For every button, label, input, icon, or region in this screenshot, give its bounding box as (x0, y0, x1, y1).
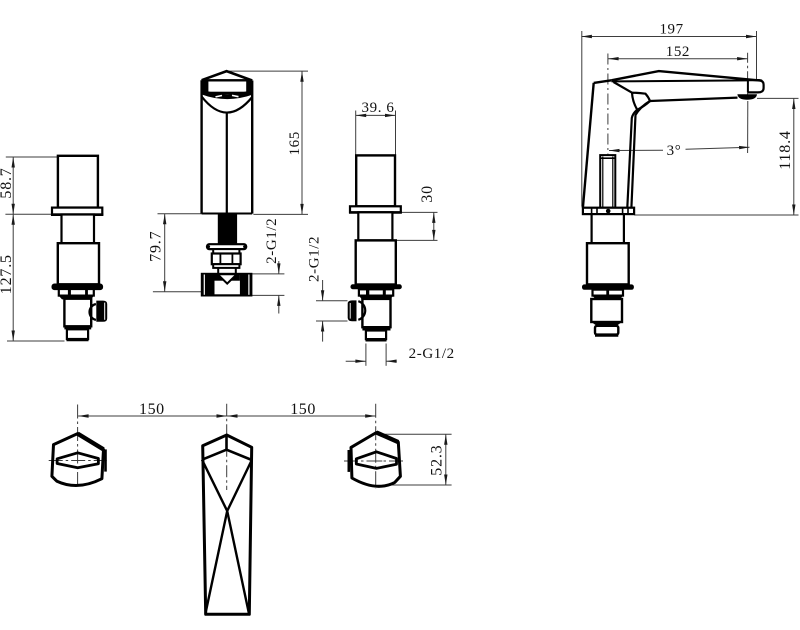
svg-text:118.4: 118.4 (777, 130, 794, 169)
svg-text:2-G1/2: 2-G1/2 (409, 346, 455, 362)
svg-text:58.7: 58.7 (0, 167, 15, 198)
svg-text:79.7: 79.7 (147, 231, 164, 262)
svg-text:30: 30 (419, 185, 436, 203)
svg-text:197: 197 (659, 22, 683, 38)
svg-text:39. 6: 39. 6 (362, 100, 395, 116)
svg-text:127.5: 127.5 (0, 254, 15, 294)
svg-text:165: 165 (287, 131, 303, 155)
svg-text:2-G1/2: 2-G1/2 (264, 218, 280, 264)
svg-text:150: 150 (290, 401, 316, 418)
svg-text:52.3: 52.3 (429, 444, 446, 475)
svg-text:3°: 3° (667, 143, 682, 159)
svg-text:2-G1/2: 2-G1/2 (306, 236, 322, 282)
svg-text:152: 152 (666, 44, 690, 60)
svg-text:150: 150 (139, 401, 165, 418)
